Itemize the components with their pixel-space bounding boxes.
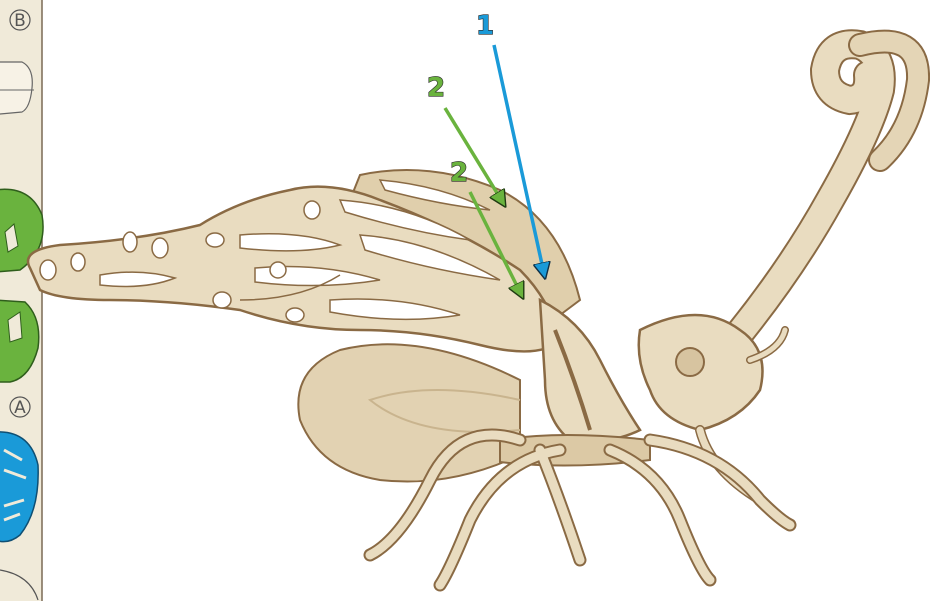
legend-part-outline <box>0 62 32 114</box>
label-a-text: A <box>14 398 26 418</box>
upper-wing-main <box>28 180 560 351</box>
head <box>639 315 785 500</box>
label-b-text: B <box>14 11 26 31</box>
parts-legend-panel: B A <box>0 0 43 601</box>
thorax <box>540 300 640 441</box>
callout-2b-label: 2 <box>450 158 468 188</box>
callout-1-label: 1 <box>476 11 494 41</box>
wooden-model <box>28 42 918 585</box>
callout-2a-label: 2 <box>427 73 445 103</box>
lower-wing <box>298 344 520 481</box>
